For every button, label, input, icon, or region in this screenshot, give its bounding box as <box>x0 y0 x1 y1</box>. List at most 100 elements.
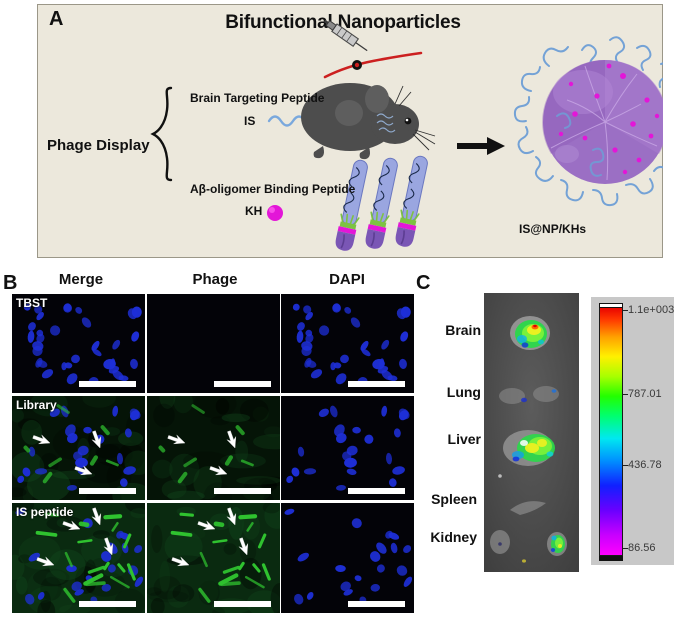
scale-bar <box>348 601 405 607</box>
organ-label-spleen: Spleen <box>431 491 477 507</box>
phage-display-label: Phage Display <box>47 137 150 154</box>
phage-brace-icon <box>150 86 173 182</box>
phage-signal <box>198 587 211 603</box>
nucleus <box>130 358 138 369</box>
nucleus <box>15 508 26 515</box>
micrograph-tbst-dapi <box>281 294 414 393</box>
nucleus <box>396 565 408 576</box>
phage-signal <box>199 551 208 568</box>
phage-signal <box>218 573 239 586</box>
kh-dot-icon <box>267 205 283 221</box>
phage-signal <box>103 514 123 520</box>
scale-bar <box>79 601 136 607</box>
colorbar-label-mid-high: 787.01 <box>628 388 662 400</box>
nucleus <box>28 322 36 331</box>
nucleus <box>400 331 409 342</box>
nucleus <box>304 357 312 368</box>
process-arrow-icon <box>457 137 505 155</box>
phage-signal <box>122 533 132 549</box>
nucleus <box>393 428 401 438</box>
colorbar-label-mid-low: 436.78 <box>628 459 662 471</box>
phage-signal <box>246 521 254 532</box>
nucleus <box>354 575 362 582</box>
nucleus <box>372 359 385 370</box>
scale-bar <box>214 601 271 607</box>
nucleus <box>28 446 36 457</box>
nucleus <box>332 303 341 312</box>
nucleus <box>119 478 128 487</box>
nucleus <box>403 576 413 587</box>
nucleus <box>305 312 313 321</box>
nucleus <box>27 330 35 343</box>
micrograph-canvas <box>12 294 145 393</box>
phage-signal <box>158 445 166 453</box>
colorbar-tick-mid-low <box>623 465 628 466</box>
phage-signal <box>238 514 258 520</box>
panel-a-title: Bifunctional Nanoparticles <box>225 12 461 33</box>
brain-targeting-peptide-label: Brain Targeting Peptide <box>190 91 325 105</box>
annotation-arrow-icon <box>171 556 190 567</box>
nucleus <box>28 552 40 562</box>
nucleus <box>297 552 309 562</box>
phage-signal <box>77 539 93 544</box>
nucleus <box>381 405 388 417</box>
nucleus <box>364 434 374 444</box>
organ-spleen <box>510 501 546 515</box>
organ-label-liver: Liver <box>447 431 481 447</box>
phage-signal <box>183 457 197 468</box>
phage-signal <box>179 512 194 517</box>
nucleus <box>370 583 380 592</box>
nucleus <box>67 433 78 444</box>
annotation-arrow-icon <box>36 556 55 567</box>
phage-signal <box>126 563 136 581</box>
nucleus <box>318 408 329 418</box>
annotation-arrow-icon <box>103 537 114 556</box>
nucleus <box>134 576 144 587</box>
colorbar-panel: 1.1e+003 787.01 436.78 86.56 <box>591 297 674 565</box>
nucleus <box>399 358 407 369</box>
phage-signal <box>42 471 53 484</box>
micrograph-canvas <box>147 503 280 613</box>
nucleus <box>17 475 25 483</box>
nucleus <box>387 375 398 382</box>
nucleus <box>23 303 31 311</box>
annotation-arrow-icon <box>197 520 216 531</box>
phage-signal <box>100 425 110 436</box>
nucleus <box>351 518 362 529</box>
colorbar-tick-mid-high <box>623 394 628 395</box>
micrograph-canvas <box>281 503 414 613</box>
nucleus <box>49 408 60 418</box>
phage-signal <box>105 459 119 467</box>
organ-image-graphics <box>484 293 579 572</box>
nucleus <box>101 583 111 592</box>
is-peptide-squiggle-icon <box>267 115 307 127</box>
colorbar-tick-max <box>623 310 628 311</box>
nucleus <box>344 306 352 314</box>
panel-b-letter: B <box>3 272 18 294</box>
nucleus <box>91 340 100 351</box>
micrograph-canvas <box>281 396 414 500</box>
nucleus <box>294 593 304 605</box>
phage-signal <box>56 404 70 414</box>
nucleus <box>336 484 346 491</box>
phage-signal <box>111 521 119 532</box>
annotation-arrow-icon <box>167 434 186 445</box>
nucleus <box>37 592 45 600</box>
kh-dot-highlight <box>269 207 275 213</box>
micrograph-canvas <box>147 396 280 500</box>
phage-signal <box>191 404 205 414</box>
row-label-tbst: TBST <box>16 296 48 310</box>
nucleus <box>66 564 77 573</box>
nucleus <box>49 325 61 336</box>
panel-a-graphics <box>150 19 663 251</box>
nucleus <box>92 348 102 357</box>
organ-liver <box>498 430 555 478</box>
nucleus <box>66 373 78 385</box>
phage-signal <box>235 425 245 436</box>
nucleus <box>118 375 129 382</box>
colorbar-bottom-cap <box>599 556 623 561</box>
column-header-dapi: DAPI <box>329 271 365 288</box>
column-header-merge: Merge <box>58 271 104 288</box>
nucleus <box>64 362 73 369</box>
